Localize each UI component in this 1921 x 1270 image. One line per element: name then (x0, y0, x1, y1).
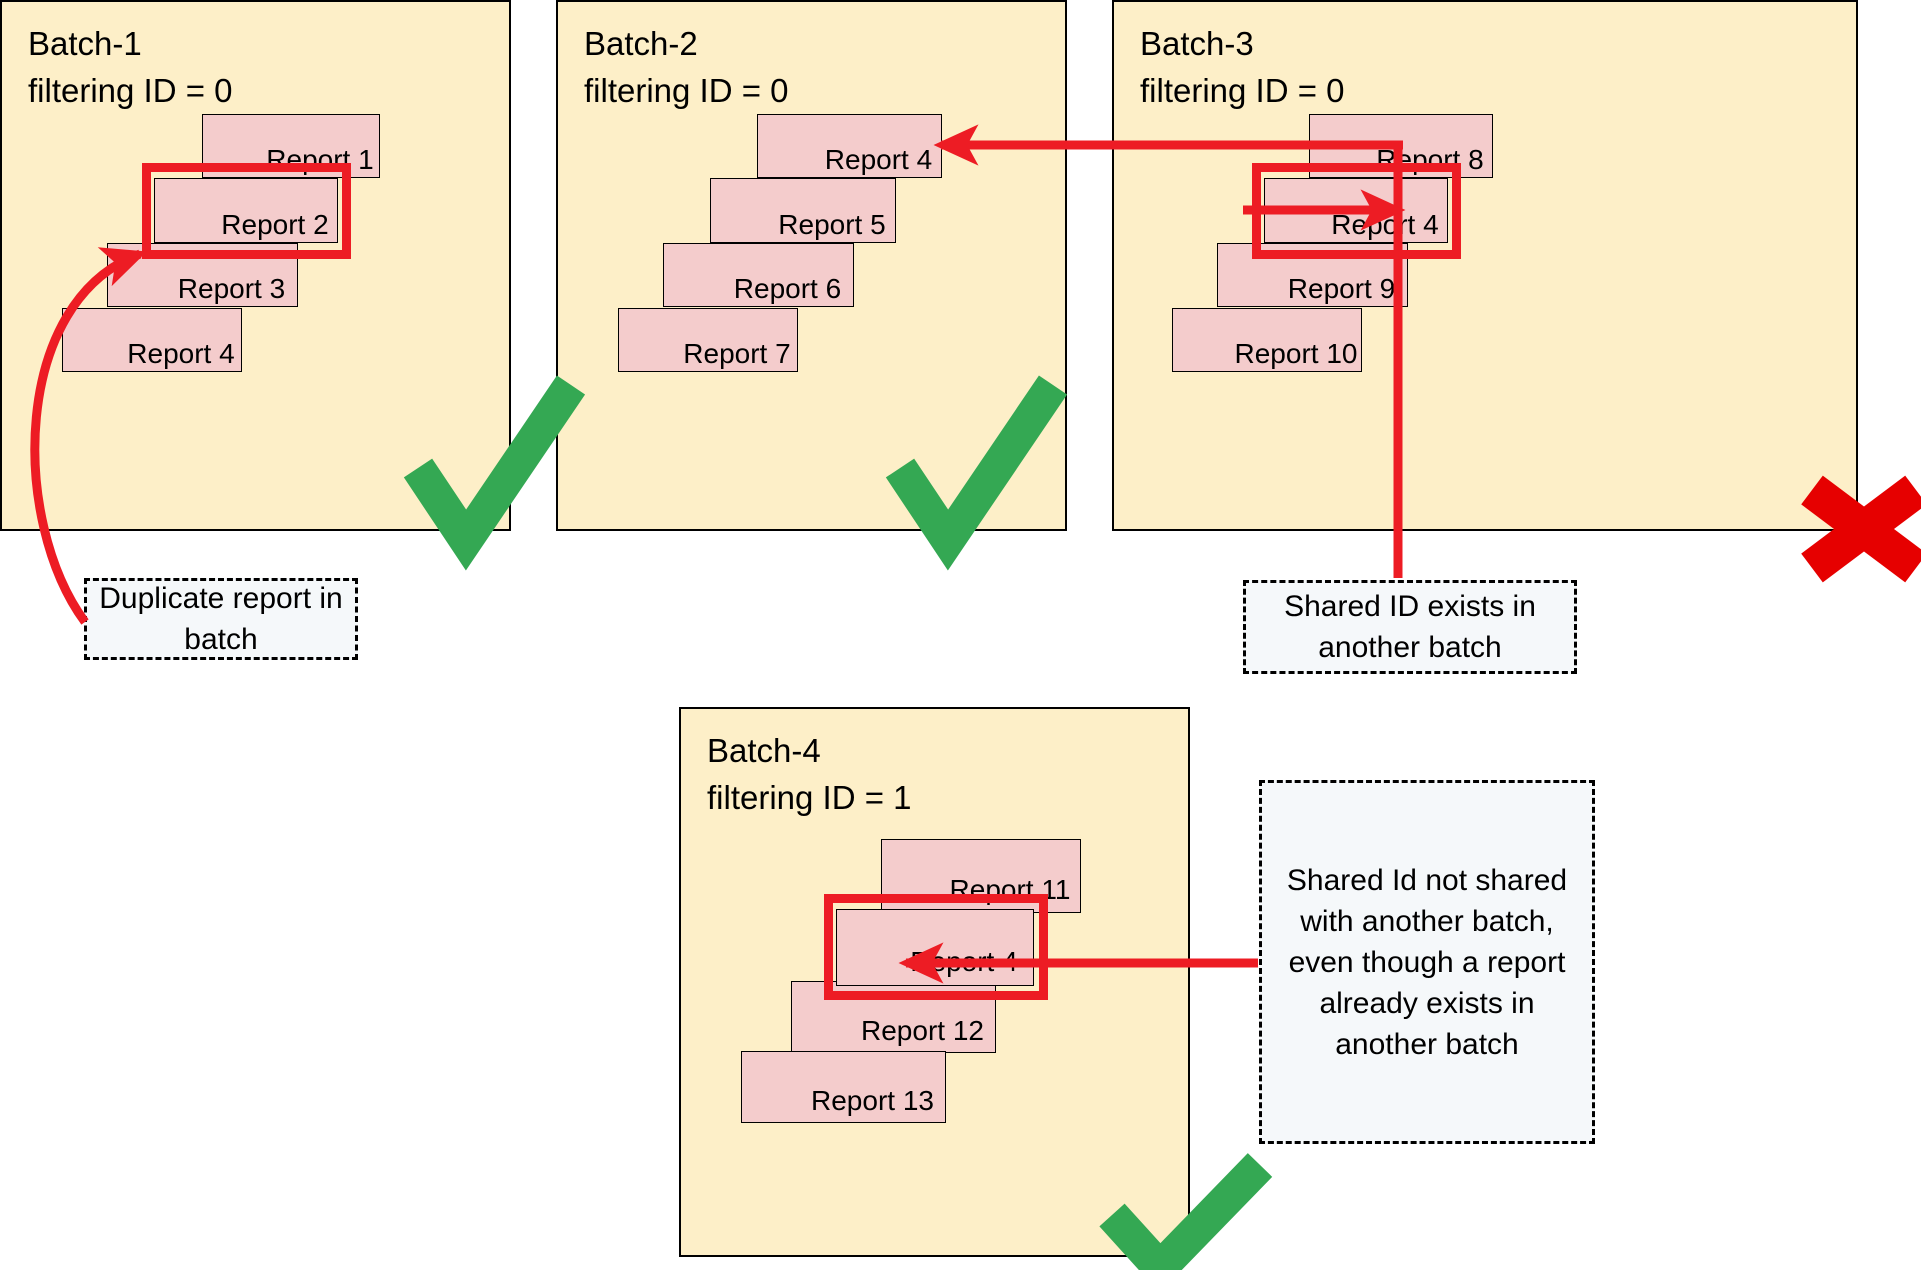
batch-3-title: Batch-3 filtering ID = 0 (1140, 25, 1345, 109)
batch-1-duplicate-highlight (142, 163, 351, 259)
callout-shared-id-exists: Shared ID exists in another batch (1243, 580, 1577, 674)
batch-box-2: Batch-2 filtering ID = 0 Report 4 Report… (556, 0, 1067, 531)
batch-2-report-7: Report 7 (618, 308, 798, 372)
batch-1-title: Batch-1 filtering ID = 0 (28, 25, 233, 109)
batch-1-report-4: Report 4 (62, 308, 242, 372)
report-label: Report 6 (733, 273, 842, 304)
report-label: Report 4 (824, 144, 933, 175)
batch-1-report-2: Report 2 (154, 178, 338, 243)
batch-2-report-5: Report 5 (710, 178, 896, 243)
batch-2-title: Batch-2 filtering ID = 0 (584, 25, 789, 109)
report-label: Report 13 (811, 1085, 934, 1116)
batch-4-title: Batch-4 filtering ID = 1 (707, 732, 912, 816)
batch-4-shared-id-highlight (824, 894, 1048, 1000)
callout-shared-id-not-shared: Shared Id not shared with another batch,… (1259, 780, 1595, 1144)
batch-3-report-10: Report 10 (1172, 308, 1362, 372)
batch-box-4: Batch-4 filtering ID = 1 Report 11 Repor… (679, 707, 1190, 1257)
batch-4-report-13: Report 13 (741, 1051, 946, 1123)
report-label: Report 5 (778, 208, 886, 240)
report-label: Report 9 (1287, 273, 1396, 304)
batch-3-shared-id-highlight (1252, 163, 1461, 259)
report-label: Report 4 (127, 338, 235, 369)
batch-2-report-6: Report 6 (663, 243, 854, 307)
callout-text: Duplicate report in batch (99, 582, 343, 656)
report-label: Report 7 (683, 338, 791, 369)
report-label: Report 12 (861, 1015, 984, 1046)
callout-text: Shared Id not shared with another batch,… (1286, 863, 1568, 1061)
batch-box-3: Batch-3 filtering ID = 0 Report 8 Report… (1112, 0, 1858, 531)
callout-text: Shared ID exists in another batch (1284, 590, 1536, 664)
report-label: Report 10 (1234, 338, 1358, 369)
batch-2-report-4: Report 4 (757, 114, 942, 178)
report-label: Report 3 (177, 273, 286, 304)
batch-box-1: Batch-1 filtering ID = 0 Report 1 Report… (0, 0, 511, 531)
report-label: Report 2 (221, 208, 329, 240)
callout-duplicate-report: Duplicate report in batch (84, 578, 358, 660)
